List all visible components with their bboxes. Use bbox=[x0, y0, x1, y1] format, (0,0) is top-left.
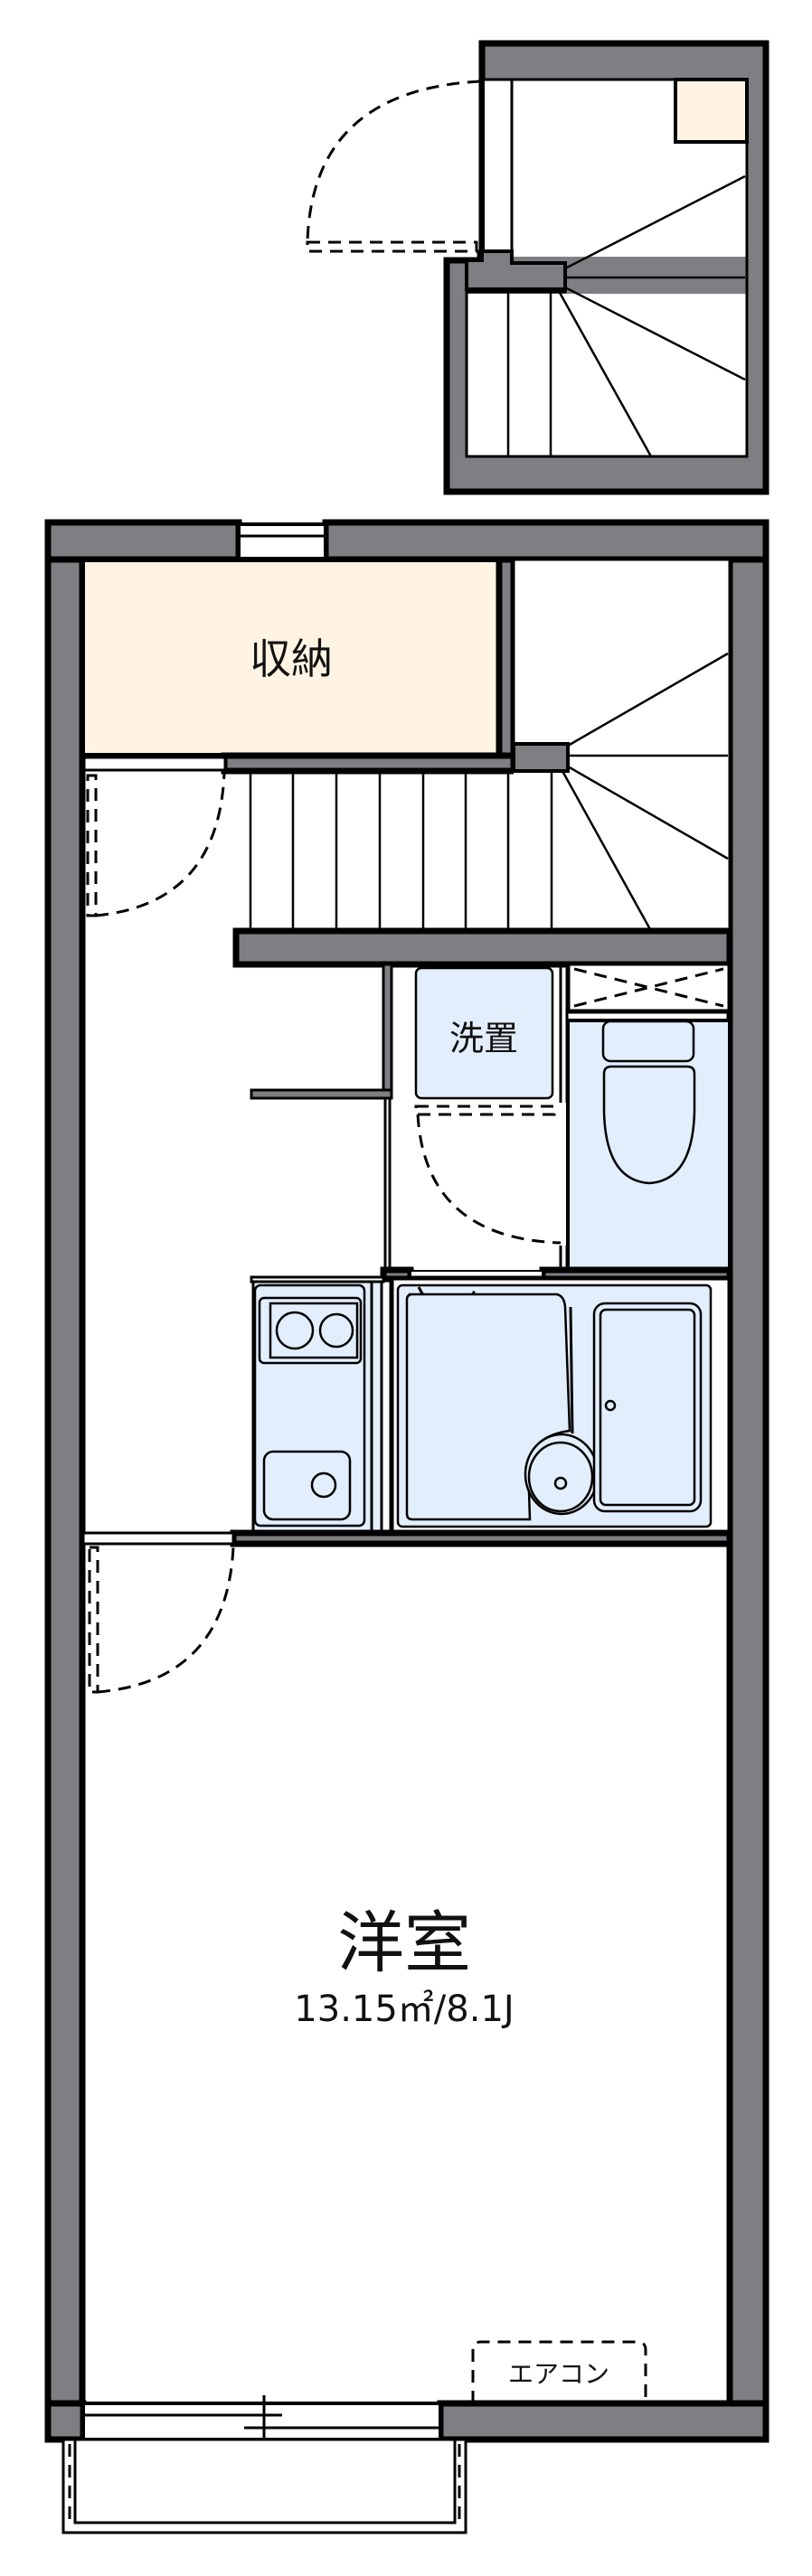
storage-door[interactable] bbox=[82, 756, 227, 917]
bathtub bbox=[592, 1302, 703, 1513]
annex-door-leaf[interactable] bbox=[306, 240, 478, 253]
burner-icon bbox=[275, 1311, 315, 1350]
annex-stair-landing bbox=[306, 40, 770, 495]
main-staircase bbox=[249, 558, 732, 932]
stove bbox=[258, 1296, 363, 1365]
washer-space: 洗置 bbox=[414, 966, 554, 1100]
storage-room: 収納 bbox=[80, 557, 502, 758]
pipe-shaft bbox=[565, 961, 732, 1014]
toilet-tank bbox=[601, 1020, 695, 1063]
annex-door-swing bbox=[306, 80, 481, 243]
western-room-area: 13.15㎡/8.1J bbox=[294, 1988, 514, 2030]
toilet-bowl-icon bbox=[602, 1065, 696, 1185]
drain-icon bbox=[310, 1471, 337, 1499]
aircon-label: エアコン bbox=[508, 2359, 609, 2389]
annex-storage-box bbox=[674, 78, 749, 144]
washbasin-icon bbox=[524, 1433, 600, 1516]
balcony-sliding-window[interactable] bbox=[81, 2395, 442, 2448]
kitchen bbox=[250, 1275, 385, 1533]
toilet-room bbox=[566, 1019, 732, 1272]
balcony bbox=[61, 2438, 467, 2534]
western-room-door[interactable] bbox=[88, 1546, 235, 1694]
sink bbox=[262, 1450, 352, 1521]
burner-icon bbox=[318, 1312, 354, 1349]
washroom: 洗置 bbox=[250, 961, 732, 1274]
washer-label: 洗置 bbox=[449, 1019, 518, 1058]
western-room: 洋室 13.15㎡/8.1J bbox=[294, 1904, 514, 2030]
main-walls bbox=[44, 519, 770, 2443]
toilet-door-leaf[interactable] bbox=[414, 1105, 556, 1116]
drain-icon bbox=[604, 1399, 617, 1412]
top-window bbox=[237, 522, 327, 560]
western-room-label: 洋室 bbox=[337, 1904, 471, 1982]
aircon-position: エアコン bbox=[471, 2340, 647, 2403]
bathroom bbox=[389, 1275, 732, 1536]
toilet-door-swing bbox=[416, 1114, 562, 1245]
storage-label: 収納 bbox=[250, 635, 333, 683]
